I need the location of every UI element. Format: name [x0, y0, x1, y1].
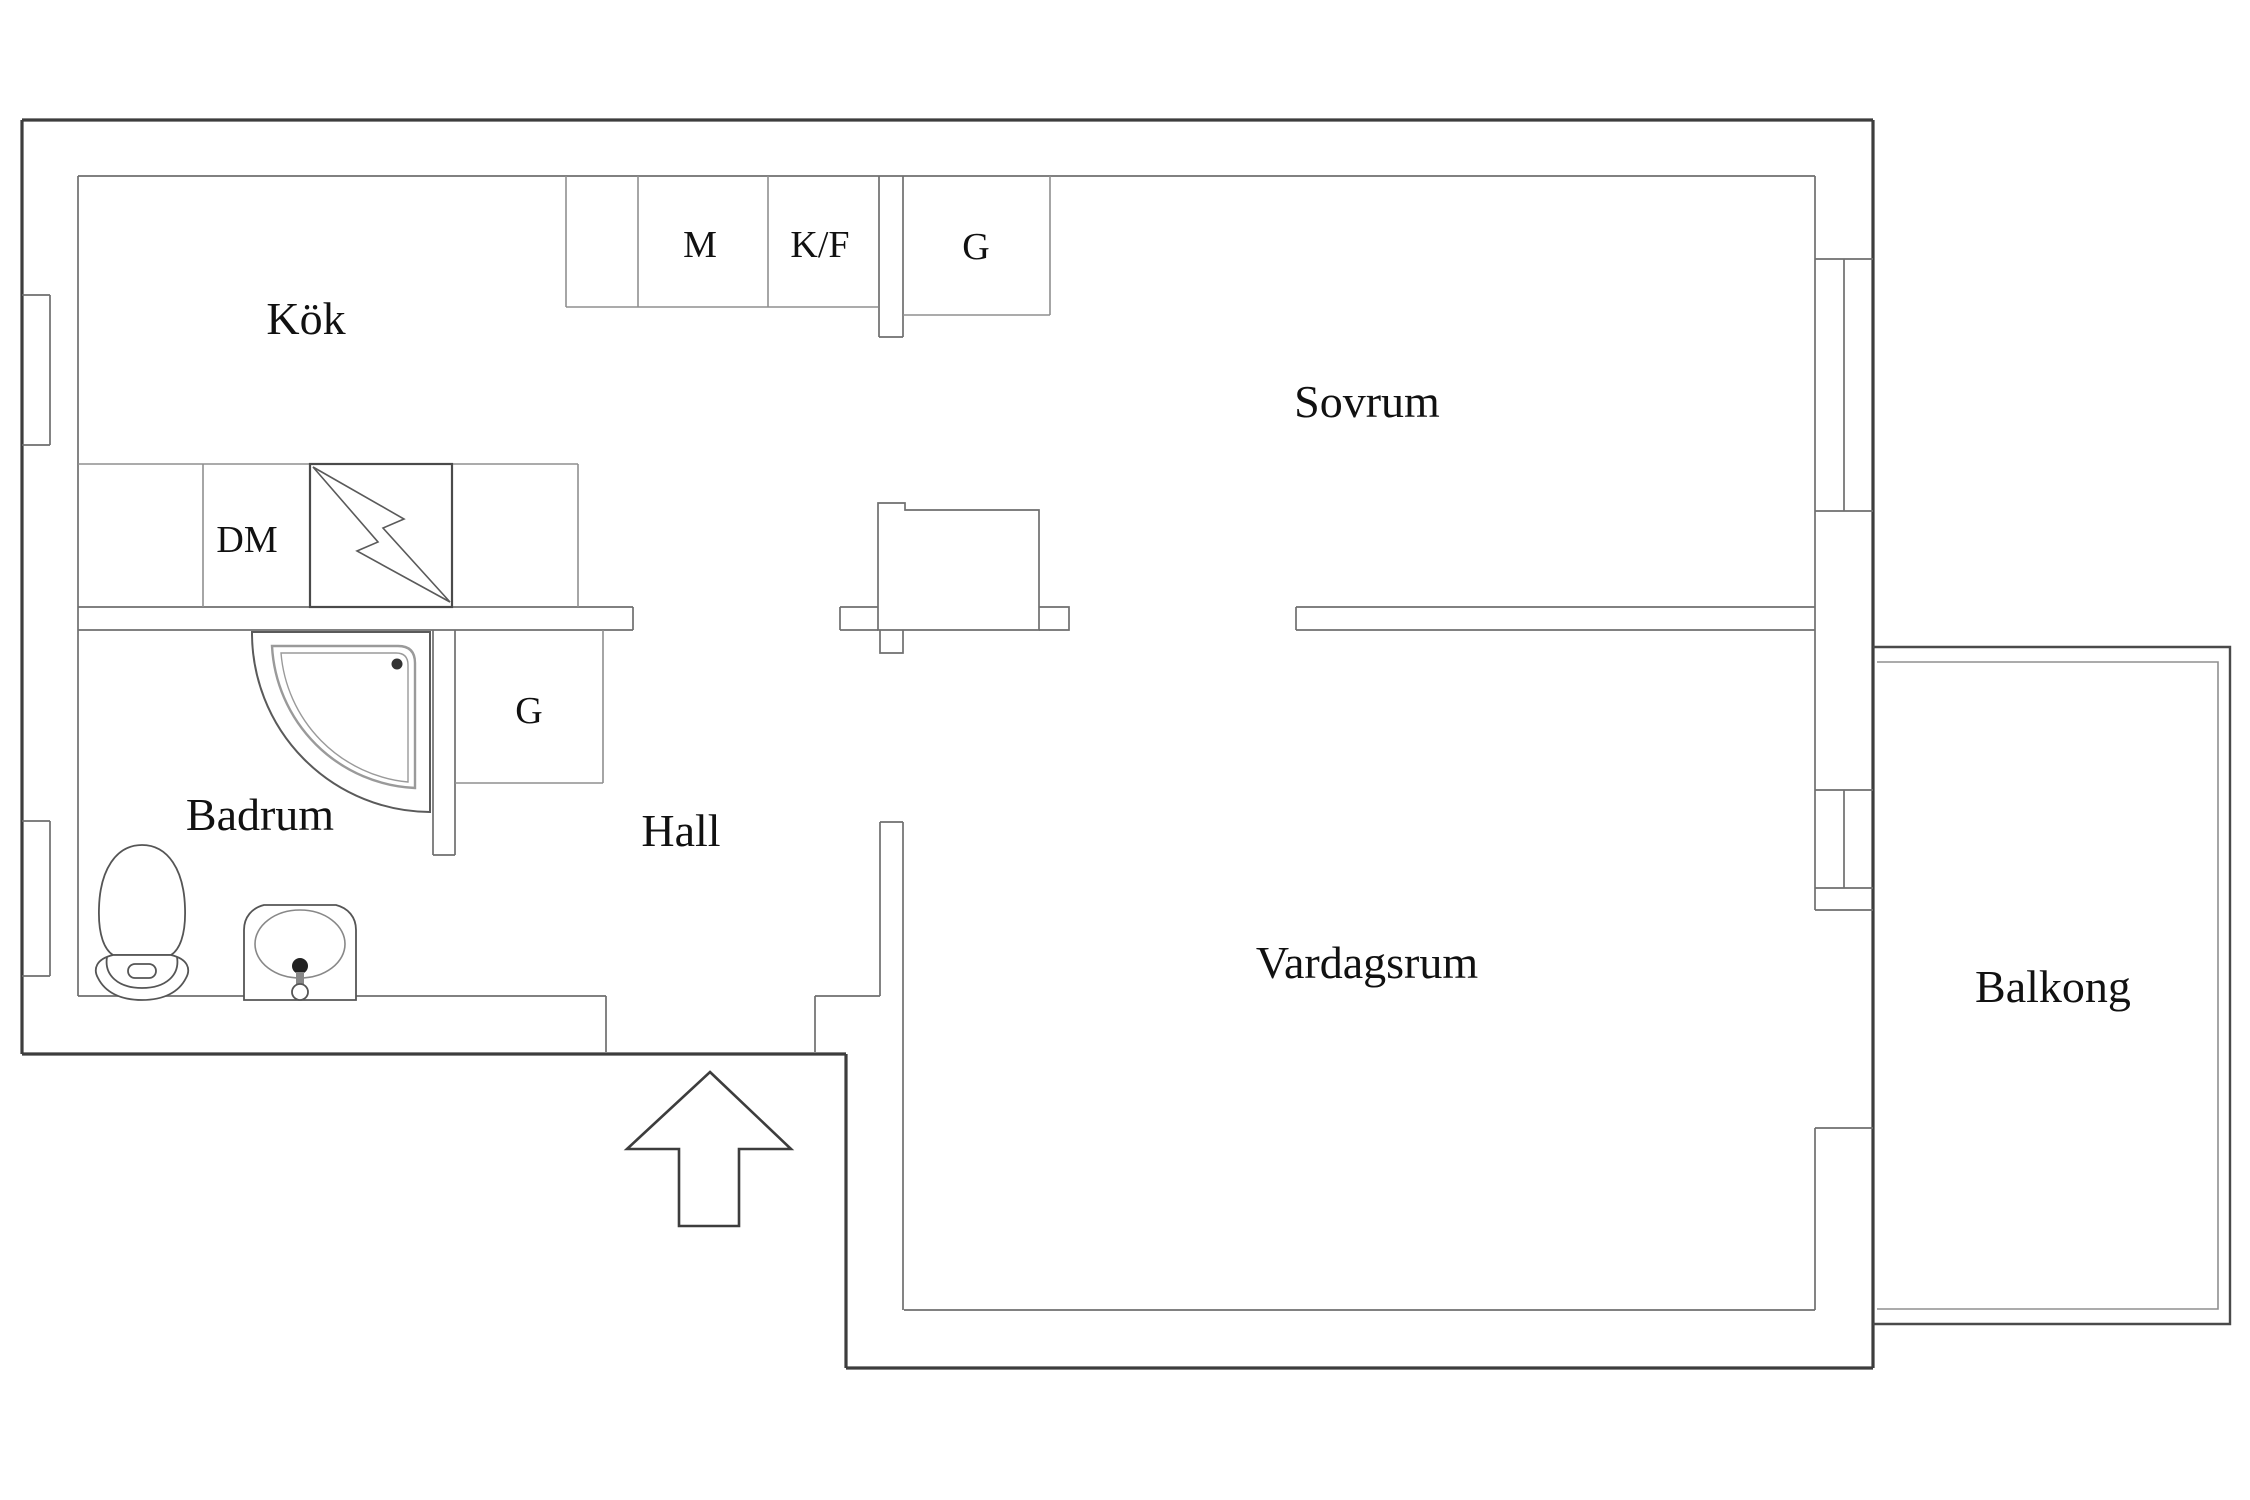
shower-tray-inner [280, 652, 409, 783]
entrance-arrow-icon [623, 1070, 795, 1228]
lightning-bolt-icon [312, 466, 451, 603]
fixture-label-m: M [683, 224, 717, 266]
room-label-bathroom: Badrum [186, 789, 334, 840]
window-bathroom-left [22, 820, 51, 977]
shaft-step-top [1039, 606, 1070, 631]
toilet-icon [94, 844, 190, 1001]
toilet-seat-line [105, 956, 179, 989]
room-label-hall: Hall [641, 805, 720, 856]
window-kitchen-left [22, 294, 51, 446]
shaft-stub-below [879, 630, 904, 654]
balcony-inner [1877, 661, 2219, 1310]
electrical-box [308, 462, 454, 609]
window-bedroom-right [1815, 258, 1873, 512]
kitchen-top-cabinets [565, 176, 1051, 316]
shower-tray-outer [270, 644, 417, 790]
fixture-label-dm: DM [216, 519, 277, 561]
toilet-tank [98, 844, 186, 956]
sink-faucet [292, 958, 308, 974]
shower-outer [250, 631, 431, 814]
wardrobe-hall-box [455, 630, 604, 784]
fixture-label-g-top: G [962, 226, 989, 268]
outer-walls [20, 118, 1875, 1370]
labels: Kök Sovrum Badrum Hall Vardagsrum Balkon… [186, 224, 2131, 1012]
sink-faucet-handle [291, 983, 309, 1001]
sink-icon [243, 904, 357, 1001]
fixture-label-kf: K/F [790, 224, 849, 266]
kitchen-counter-row [78, 462, 579, 609]
shower-icon [250, 631, 431, 814]
shower-drain [391, 658, 403, 670]
room-label-bedroom: Sovrum [1294, 376, 1440, 427]
inner-walls [77, 175, 1873, 1311]
room-label-living-room: Vardagsrum [1256, 937, 1478, 988]
sink-counter [243, 904, 357, 1001]
fixture-label-g-hall: G [515, 690, 542, 732]
window-livingroom-right [1815, 789, 1873, 911]
sink-faucet-stem [296, 972, 304, 988]
room-label-balcony: Balkong [1975, 961, 2131, 1012]
balcony-railing [1873, 645, 2232, 1326]
shaft-outline [877, 502, 1040, 631]
toilet-button [127, 963, 157, 979]
wardrobe-top-box [903, 176, 1051, 316]
windows [22, 258, 1873, 977]
room-label-kitchen: Kök [266, 293, 345, 344]
balcony-outer [1873, 645, 2232, 1326]
